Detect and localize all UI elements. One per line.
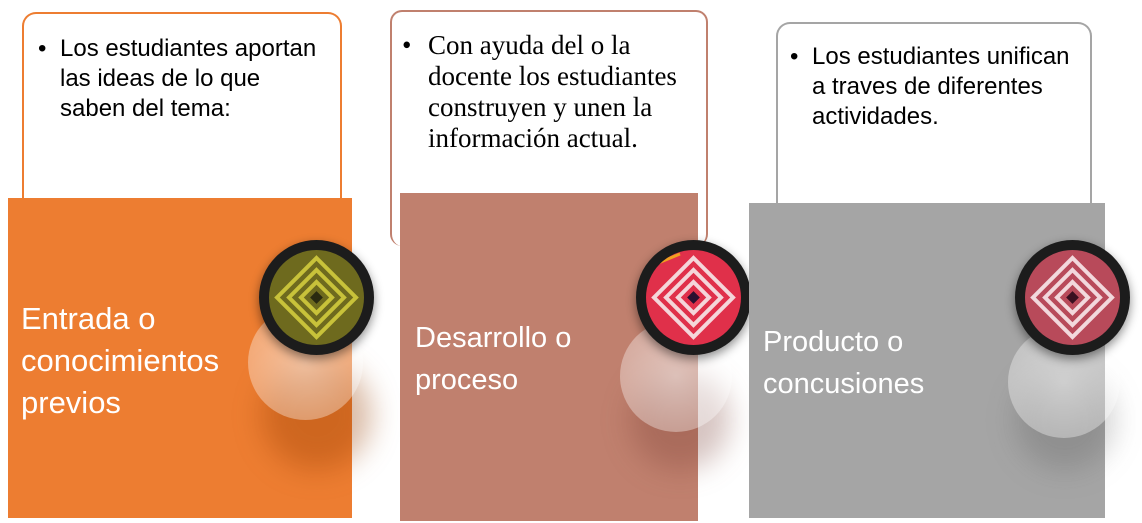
stage-3-label: Producto o concusiones: [763, 326, 925, 400]
stage-1-description-item: • Los estudiantes aportan las ideas de l…: [38, 34, 328, 124]
stage-2-description-text: Con ayuda del o la docente los estudiant…: [428, 30, 677, 153]
stage-3-description-item: • Los estudiantes unifican a traves de d…: [790, 42, 1078, 132]
bullet-icon: •: [402, 30, 412, 60]
stage-2-label: Desarrollo o proceso: [415, 322, 572, 396]
stage-1-label: Entrada o conocimientos previos: [21, 301, 220, 420]
stage-1-description-card: • Los estudiantes aportan las ideas de l…: [22, 12, 342, 202]
stage-3-medallion-icon: [1015, 240, 1130, 355]
stage-1-description-text: Los estudiantes aportan las ideas de lo …: [60, 35, 317, 122]
stage-3-description-card: • Los estudiantes unifican a traves de d…: [776, 22, 1092, 210]
bullet-icon: •: [790, 43, 799, 70]
stage-3-description-text: Los estudiantes unifican a traves de dif…: [812, 43, 1070, 130]
stage-2-description-item: • Con ayuda del o la docente los estudia…: [402, 30, 696, 154]
stage-1-medallion-icon: [259, 240, 374, 355]
stage-2-medallion-icon: [636, 240, 751, 355]
bullet-icon: •: [38, 35, 47, 62]
